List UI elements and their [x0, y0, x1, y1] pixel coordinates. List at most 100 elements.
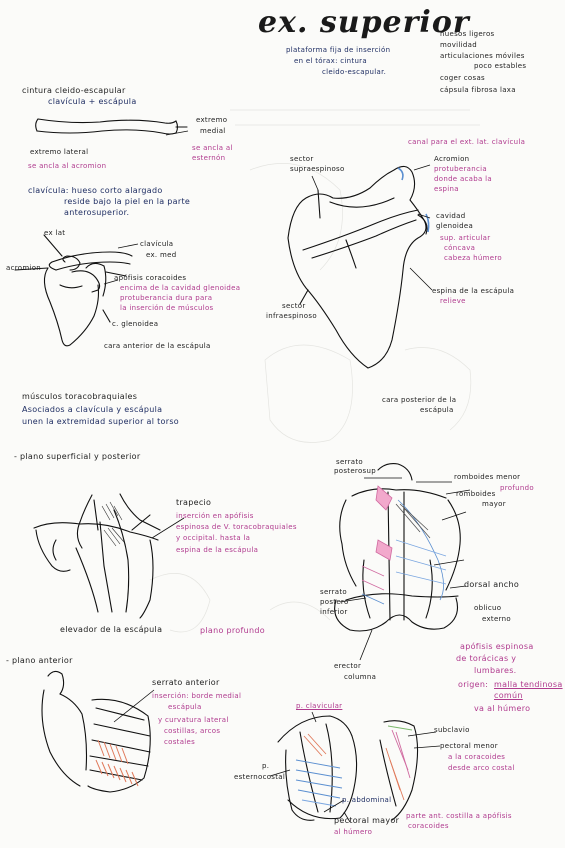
anterior-scapula-drawing — [14, 234, 133, 347]
anterior-scapula-caption: cara anterior de la escápula — [104, 342, 211, 350]
clavicle-canal-label: canal para el ext. lat. clavícula — [408, 138, 526, 146]
ex-lat-label: ex lat — [44, 229, 66, 237]
pectoralis-major-note-1: parte ant. costilla a apófisis — [406, 812, 512, 820]
platform-note-3: cleido-escapular. — [322, 68, 387, 76]
bones-note-5: coger cosas — [440, 74, 485, 82]
acromion-note-3: espina — [434, 185, 459, 193]
glenoid-note-1: sup. articular — [440, 234, 491, 242]
clavicle-description-2: reside bajo la piel en la parte — [64, 197, 191, 206]
trapezius-label: trapecio — [176, 498, 212, 507]
glenoid-front-label: c. glenoidea — [112, 320, 159, 328]
serratus-anterior-drawing — [41, 670, 151, 793]
trapezius-note-4: espina de la escápula — [176, 546, 259, 554]
serratus-inf-label-3: inferior — [320, 608, 348, 616]
coracoid-note-3: la inserción de músculos — [120, 304, 214, 312]
posterior-scapula-drawing — [287, 165, 428, 369]
pectoralis-minor-note-2: desde arco costal — [448, 764, 515, 772]
medial-end-note-1: se ancla al — [192, 144, 233, 152]
p-esternocostal-label-1: p. — [262, 762, 270, 770]
muscles-description-1: Asociados a clavícula y escápula — [22, 405, 163, 414]
serratus-ant-note-2: escápula — [168, 703, 202, 711]
clavicle-description-3: anterosuperior. — [64, 208, 130, 217]
serratus-ant-note-1: inserción: borde medial — [152, 692, 242, 700]
bones-note-4: poco estables — [474, 62, 527, 70]
medial-end-note-2: esternón — [192, 154, 226, 162]
supraspinous-label-1: sector — [290, 155, 314, 163]
coracoid-label: apófisis coracoides — [114, 274, 187, 282]
rhomboid-major-label-1: romboides — [456, 490, 496, 498]
posterior-scapula-caption-1: cara posterior de la — [382, 396, 457, 404]
muscles-description-2: unen la extremidad superior al torso — [22, 417, 179, 426]
infraspinous-label-2: infraespinoso — [266, 312, 317, 320]
p-clavicular-label: p. clavicular — [296, 702, 343, 710]
trapezius-note-2: espinosa de V. toracobraquiales — [176, 523, 297, 531]
spine-label: espina de la escápula — [432, 287, 515, 295]
coracoid-note-1: encima de la cavidad glenoidea — [120, 284, 241, 292]
erector-label-2: columna — [344, 673, 377, 681]
origin-value-2: común — [494, 691, 523, 700]
platform-note-1: plataforma fija de inserción — [286, 46, 391, 54]
latissimus-note-1: apófisis espinosa — [460, 642, 534, 651]
trapezius-note-3: y occipital. hasta la — [176, 534, 251, 542]
back-muscles-drawing — [334, 463, 461, 632]
pectoralis-major-label: pectoral mayor — [334, 816, 400, 825]
external-oblique-label-1: oblicuo — [474, 604, 502, 612]
origin-label: origen: — [458, 680, 489, 689]
coracoid-note-2: protuberancia dura para — [120, 294, 213, 302]
glenoid-note-2: cóncava — [444, 244, 476, 252]
glenoid-back-label-2: glenoidea — [436, 222, 474, 230]
latissimus-note-2: de torácicas y — [456, 654, 517, 663]
ex-med-label: ex. med — [146, 251, 177, 259]
supraspinous-label-2: supraespinoso — [290, 165, 345, 173]
rhomboid-minor-label: romboides menor — [454, 473, 521, 481]
leader-lines — [103, 130, 471, 823]
rhomboid-major-label-2: mayor — [482, 500, 506, 508]
clavicle-drawing — [35, 118, 188, 135]
pectoralis-minor-label: pectoral menor — [440, 742, 498, 750]
infraspinous-label-1: sector — [282, 302, 306, 310]
origin-value: malla tendinosa — [494, 680, 563, 689]
pectoral-drawing — [277, 715, 419, 821]
pectoralis-major-insertion: al húmero — [334, 828, 373, 836]
ghost-bleed — [149, 109, 480, 633]
medial-end-label-1: extremo — [196, 116, 228, 124]
superficial-plane-heading: - plano superficial y posterior — [14, 452, 141, 461]
p-abdominal-label: p. abdominal — [342, 796, 392, 804]
acromion-note-1: protuberancia — [434, 165, 487, 173]
spine-note: relieve — [440, 297, 466, 305]
muscles-heading: músculos toracobraquiales — [22, 392, 138, 401]
serratus-ant-note-4: costillas, arcos — [164, 727, 221, 735]
bones-note-3: articulaciones móviles — [440, 52, 525, 60]
clavicle-subheading: clavícula + escápula — [48, 97, 137, 106]
bones-note-1: huesos ligeros — [440, 30, 495, 38]
serratus-ant-note-3: y curvatura lateral — [158, 716, 229, 724]
latissimus-label: dorsal ancho — [464, 580, 520, 589]
clavicula-label: clavícula — [140, 240, 174, 248]
serratus-inf-label-1: serrato — [320, 588, 348, 596]
serratus-post-label-2: posterosup — [334, 467, 376, 475]
insertion-note: va al húmero — [474, 704, 531, 713]
clavicle-description-1: clavícula: hueso corto alargado — [28, 186, 163, 195]
levator-note: plano profundo — [200, 626, 265, 635]
erector-label-1: erector — [334, 662, 362, 670]
pectoralis-major-note-2: coracoides — [408, 822, 449, 830]
serratus-ant-label: serrato anterior — [152, 678, 220, 687]
shoulder-posterior-drawing — [33, 493, 161, 619]
posterior-scapula-caption-2: escápula — [420, 406, 454, 414]
serratus-color — [95, 739, 139, 787]
glenoid-back-label-1: cavidad — [436, 212, 466, 220]
pectoralis-minor-note-1: a la coracoides — [448, 753, 506, 761]
platform-note-2: en el tórax: cintura — [294, 57, 367, 65]
lateral-end-note: se ancla al acromion — [28, 162, 107, 170]
page-title: ex. superior — [258, 5, 470, 40]
latissimus-note-3: lumbares. — [474, 666, 517, 675]
anterior-plane-heading: - plano anterior — [6, 656, 73, 665]
acromion-front-label: acromion — [6, 264, 42, 272]
bones-note-2: movilidad — [440, 41, 477, 49]
serratus-post-label-1: serrato — [336, 458, 364, 466]
levator-label: elevador de la escápula — [60, 625, 163, 634]
external-oblique-label-2: externo — [482, 615, 511, 623]
serratus-ant-note-5: costales — [164, 738, 196, 746]
lateral-end-label: extremo lateral — [30, 148, 89, 156]
